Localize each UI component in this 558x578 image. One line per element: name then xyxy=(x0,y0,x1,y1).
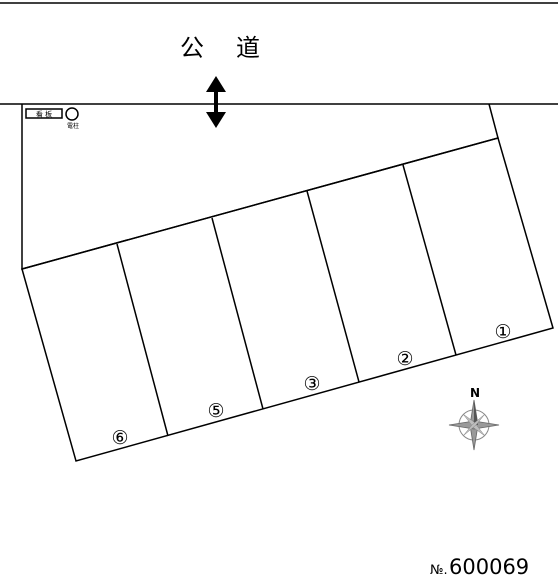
lot-label: ① xyxy=(494,321,511,343)
lot-label: ③ xyxy=(303,373,320,395)
file-number-prefix: №. xyxy=(430,563,448,578)
lot-divider xyxy=(306,190,360,383)
signboard: 看 板 xyxy=(25,108,63,119)
utility-pole: 電柱 xyxy=(65,107,79,130)
lot-divider xyxy=(402,164,457,356)
compass-rose-icon: N xyxy=(448,386,500,451)
file-number: 600069 xyxy=(449,555,529,578)
pole-label: 電柱 xyxy=(67,122,79,130)
lot-divider xyxy=(116,243,169,437)
upper-area-boundary xyxy=(21,103,499,270)
road-label: 公 道 xyxy=(180,34,264,62)
signboard-label: 看 板 xyxy=(36,110,52,119)
lots-outer-boundary xyxy=(21,137,554,462)
lot-label: ② xyxy=(396,348,413,370)
lot-divider xyxy=(211,217,264,410)
lot-label: ⑤ xyxy=(207,400,224,422)
lot-label: ⑥ xyxy=(111,427,128,449)
access-arrow-icon xyxy=(206,76,226,128)
compass-north-label: N xyxy=(470,386,480,400)
